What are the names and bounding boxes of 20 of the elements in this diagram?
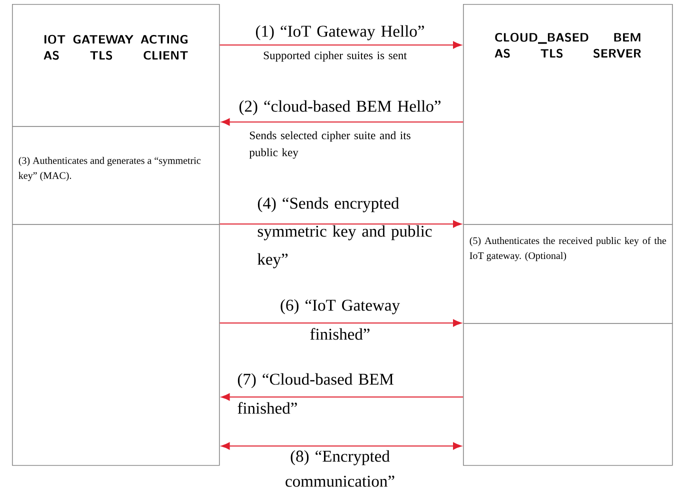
edge-label: (1) “IoT Gateway Hello” xyxy=(256,25,424,40)
step-note: Sends selected cipher suite and its public key xyxy=(249,131,410,159)
edge-label: (6) “IoT Gateway finished” xyxy=(280,299,400,340)
edge-label: (7) “Cloud-based BEM finished” xyxy=(238,373,394,414)
empty-box xyxy=(12,224,220,466)
edge-label: (2) “cloud-based BEM Hello” xyxy=(239,100,440,116)
step-box: (3) Authenticates and generates a “symmetric key” (MAC). xyxy=(12,126,220,225)
edge-label: (8) “Encrypted communication” xyxy=(286,450,394,487)
arrow xyxy=(221,442,462,450)
arrow xyxy=(221,118,464,126)
arrow xyxy=(219,220,462,228)
arrow xyxy=(219,41,462,49)
heading-box: CLOUD_BASED BEM AS TLS SERVER xyxy=(463,4,673,225)
edge-label: (4) “Sends encrypted symmetric key and public key” xyxy=(258,197,432,268)
step-note: Supported cipher suites is sent xyxy=(264,51,407,62)
arrow xyxy=(219,319,462,327)
empty-box xyxy=(463,323,673,466)
heading-box: IOT GATEWAY ACTING AS TLS CLIENT xyxy=(12,4,220,127)
step-box: (5) Authenticates the received public key of the IoT gateway. (Optional) xyxy=(463,224,673,324)
arrow xyxy=(221,393,464,401)
